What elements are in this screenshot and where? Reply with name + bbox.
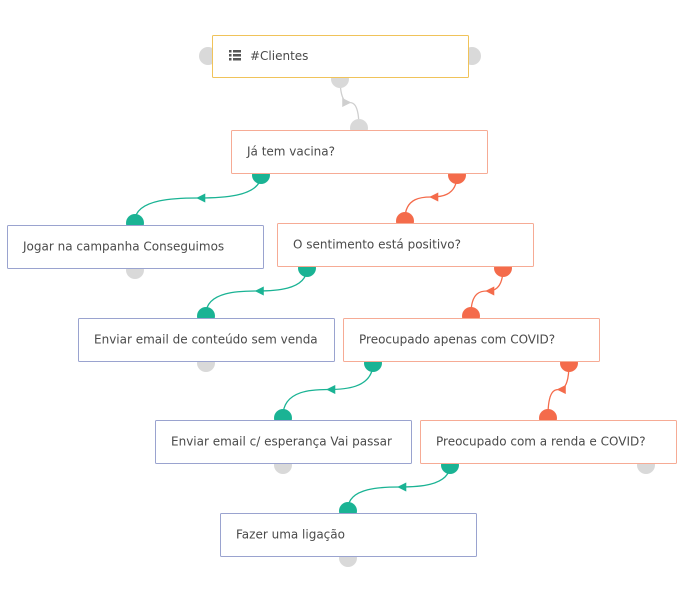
edge-preocupado-covid-to-enviar-email-esperanca-tail <box>282 388 329 417</box>
node-clientes-label: #Clientes <box>250 49 308 63</box>
node-sentimento-positivo[interactable]: O sentimento está positivo? <box>277 223 534 267</box>
node-enviar-email-esperanca[interactable]: Enviar email c/ esperança Vai passar <box>155 420 412 464</box>
ports-layer <box>126 47 655 567</box>
list-icon <box>229 50 241 61</box>
node-clientes-box <box>212 35 469 78</box>
node-ja-tem-vacina[interactable]: Já tem vacina? <box>231 130 488 174</box>
node-enviar-email-conteudo[interactable]: Enviar email de conteúdo sem venda <box>78 318 335 362</box>
node-preocupado-covid-label: Preocupado apenas com COVID? <box>359 333 555 347</box>
node-fazer-ligacao-label: Fazer uma ligação <box>236 528 345 542</box>
edge-sentimento-positivo-to-enviar-email-conteudo-tail <box>205 290 257 315</box>
edge-ja-tem-vacina-to-jogar-campanha[interactable] <box>196 174 262 203</box>
node-enviar-email-conteudo-label: Enviar email de conteúdo sem venda <box>94 333 318 347</box>
node-enviar-email-conteudo-box <box>78 318 335 362</box>
node-preocupado-renda[interactable]: Preocupado com a renda e COVID? <box>420 420 677 464</box>
node-ja-tem-vacina-label: Já tem vacina? <box>246 145 335 159</box>
node-sentimento-positivo-box <box>277 223 534 267</box>
node-preocupado-renda-box <box>420 420 677 464</box>
nodes-layer: #Clientes Já tem vacina? Jogar na campanha… <box>7 35 677 557</box>
node-sentimento-positivo-label: O sentimento está positivo? <box>293 238 461 252</box>
node-fazer-ligacao-box <box>220 513 477 557</box>
node-jogar-campanha[interactable]: Jogar na campanha Conseguimos <box>7 225 264 269</box>
node-preocupado-covid[interactable]: Preocupado apenas com COVID? <box>343 318 600 362</box>
node-clientes[interactable]: #Clientes <box>212 35 469 78</box>
node-enviar-email-esperanca-label: Enviar email c/ esperança Vai passar <box>171 435 392 449</box>
node-preocupado-covid-box <box>343 318 600 362</box>
node-jogar-campanha-label: Jogar na campanha Conseguimos <box>22 240 224 254</box>
node-jogar-campanha-box <box>7 225 264 269</box>
edge-ja-tem-vacina-to-jogar-campanha-tail <box>134 197 199 222</box>
node-preocupado-renda-label: Preocupado com a renda e COVID? <box>436 435 646 449</box>
node-ja-tem-vacina-box <box>231 130 488 174</box>
node-fazer-ligacao[interactable]: Fazer uma ligação <box>220 513 477 557</box>
node-enviar-email-esperanca-box <box>155 420 412 464</box>
edge-preocupado-renda-to-fazer-ligacao-tail <box>347 486 400 510</box>
